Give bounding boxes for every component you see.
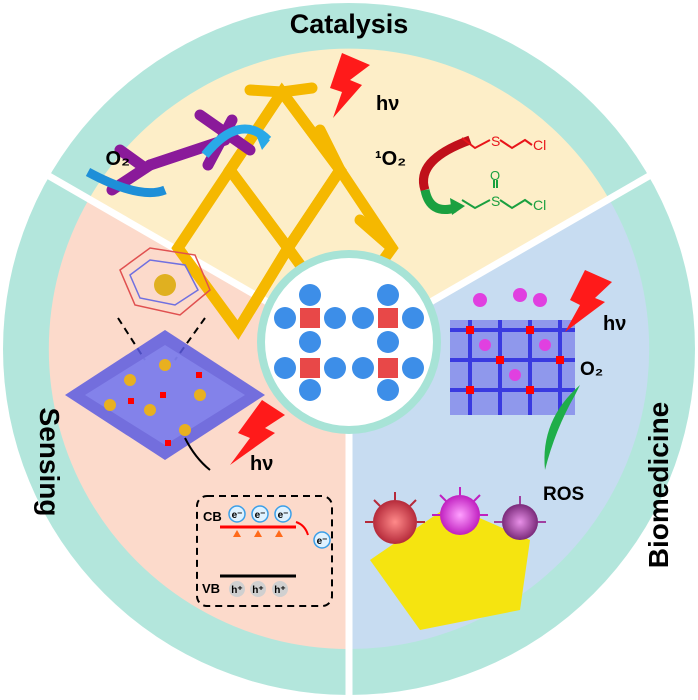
lightning-bolt-icon bbox=[565, 270, 612, 332]
chlorine-label: Cl bbox=[533, 197, 546, 213]
center-framework-structure bbox=[274, 284, 424, 401]
oxygen-arrow-in bbox=[85, 168, 167, 198]
ros-label: ROS bbox=[543, 484, 584, 505]
chlorine-label: Cl bbox=[533, 137, 546, 153]
conduction-band-label: CB bbox=[203, 509, 222, 524]
valence-band-label: VB bbox=[202, 581, 220, 596]
guest-cluster bbox=[154, 274, 176, 296]
biomedicine-title: Biomedicine bbox=[643, 402, 674, 568]
electron-label: e⁻ bbox=[278, 510, 289, 521]
oxygen-label: O₂ bbox=[580, 359, 603, 380]
catalysis-light-label: hν bbox=[376, 93, 399, 115]
electron-label: e⁻ bbox=[317, 536, 328, 547]
sulfoxide-structure bbox=[461, 180, 533, 210]
sensing-light-label: hν bbox=[250, 453, 273, 475]
arrow-head bbox=[255, 132, 270, 150]
hole-label: h⁺ bbox=[252, 585, 263, 596]
singlet-oxygen-label: ¹O₂ bbox=[375, 148, 406, 170]
sulfur-label: S bbox=[491, 133, 500, 149]
lightning-bolt-icon bbox=[230, 400, 285, 465]
electron-label: e⁻ bbox=[255, 510, 266, 521]
ros-arrow bbox=[544, 385, 580, 470]
oxygen-atom-label: O bbox=[490, 168, 500, 183]
process-arrow bbox=[184, 437, 211, 471]
electron-label: e⁻ bbox=[232, 510, 243, 521]
singlet-oxygen-arrow bbox=[201, 124, 272, 158]
lightning-bolt-icon bbox=[330, 53, 370, 118]
hole-label: h⁺ bbox=[274, 585, 285, 596]
band-diagram: CB VB e⁻ e⁻ e⁻ e⁻ h⁺ h⁺ h⁺ bbox=[196, 495, 333, 607]
oxidation-arrow-green bbox=[420, 188, 457, 214]
biomedicine-framework-grid bbox=[450, 288, 575, 415]
oxygen-label: O₂ bbox=[106, 148, 130, 170]
sensing-framework-stack bbox=[65, 330, 265, 460]
sensing-title: Sensing bbox=[34, 408, 65, 517]
oxidation-arrow-red bbox=[419, 135, 472, 192]
catalysis-title: Catalysis bbox=[290, 9, 409, 39]
arrow-head bbox=[450, 198, 465, 215]
sulfide-structure bbox=[461, 137, 533, 150]
porous-framework-molecule bbox=[119, 247, 211, 316]
virus-icons bbox=[365, 487, 546, 544]
center-structure-circle bbox=[257, 250, 441, 434]
sulfur-label: S bbox=[491, 193, 500, 209]
biomedicine-light-label: hν bbox=[603, 313, 626, 335]
hole-label: h⁺ bbox=[231, 585, 242, 596]
